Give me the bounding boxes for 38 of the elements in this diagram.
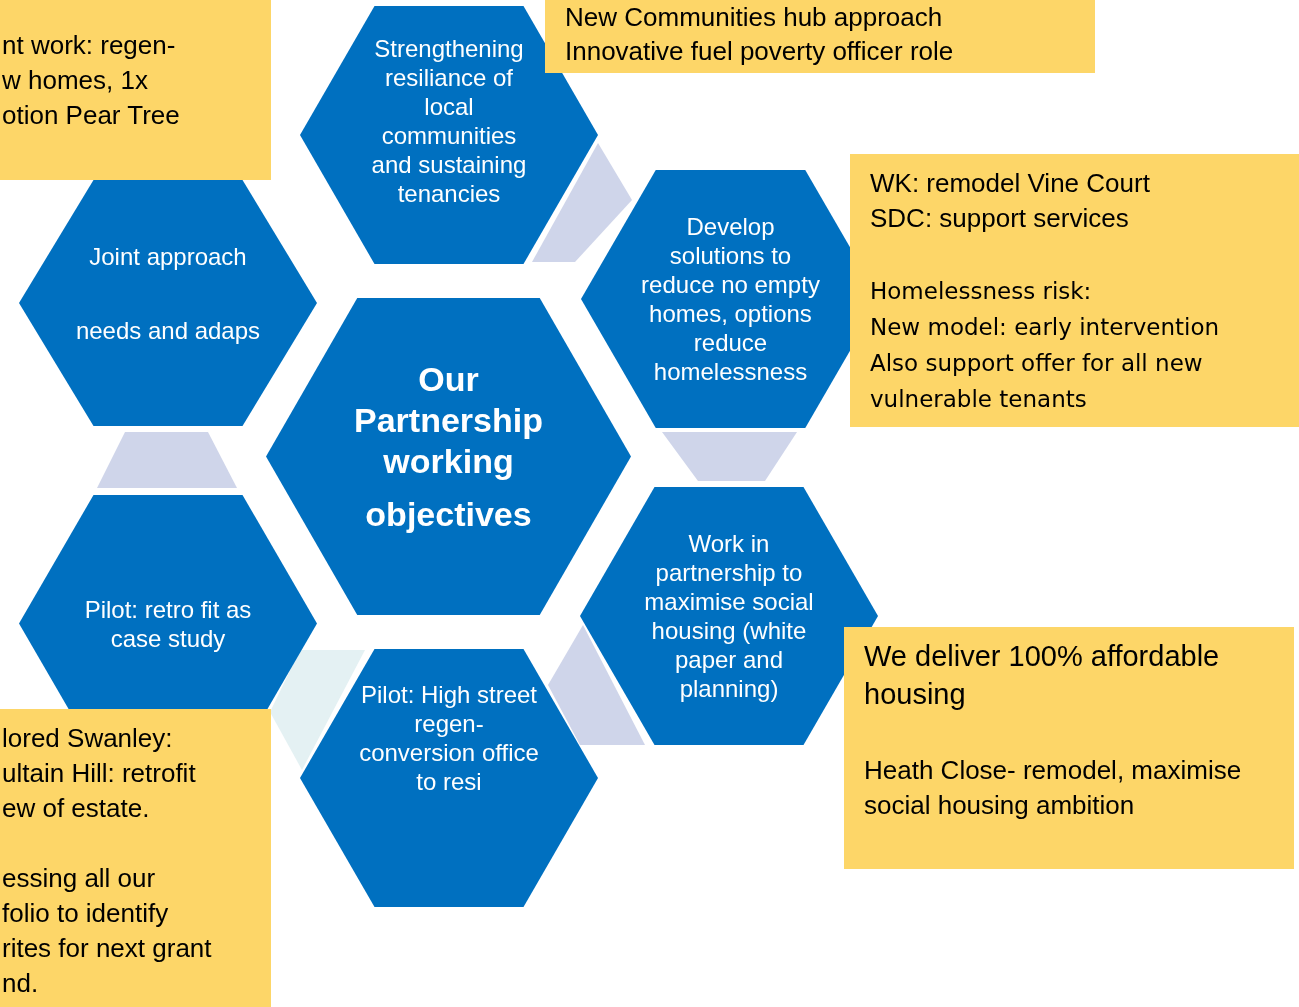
sticky-note: [0, 0, 271, 180]
note-text: folio to identify: [2, 897, 170, 930]
connector-band: [548, 625, 645, 745]
objective-text: Pilot: retro fit as case study: [83, 594, 253, 653]
note-text: nd.: [2, 967, 40, 1000]
note-text: We deliver 100% affordable housing: [864, 639, 1221, 712]
note-text: Also support offer for all new vulnerable tenants: [870, 349, 1204, 414]
objective-text: Joint approach: [88, 241, 248, 271]
sticky-note: [545, 0, 1095, 73]
note-text: Heath Close- remodel, maximise social housing ambition: [864, 754, 1243, 822]
center-title: objectives: [364, 493, 533, 535]
note-text: nt work: regen-: [2, 29, 177, 62]
note-text: ew of estate.: [2, 792, 151, 825]
sticky-note: [844, 627, 1294, 869]
note-text: SDC: support services: [870, 202, 1130, 235]
center-title: Our Partnership working: [353, 358, 544, 482]
note-text: Homelessness risk:: [870, 277, 1093, 306]
note-text: w homes, 1x: [2, 64, 149, 97]
note-text: otion Pear Tree: [2, 99, 181, 132]
note-text: New Communities hub approach: [565, 1, 944, 34]
objective-text: Pilot: High street regen- conversion office to resi: [358, 680, 540, 796]
sticky-note: [850, 154, 1299, 427]
objective-text: Strengthening resiliance of local communities and sustaining tenancies: [370, 34, 528, 208]
note-text: Innovative fuel poverty officer role: [565, 35, 955, 68]
connector-band: [270, 650, 365, 770]
note-text: rites for next grant: [2, 932, 213, 965]
note-text: New model: early intervention: [870, 313, 1221, 342]
connector-band: [532, 143, 632, 262]
note-text: ultain Hill: retrofit: [2, 757, 197, 790]
sticky-note: [0, 709, 271, 1007]
note-text: essing all our: [2, 862, 157, 895]
objective-text: Develop solutions to reduce no empty homes, options reduce homelessness: [640, 212, 821, 386]
connector-band: [97, 432, 237, 488]
note-text: WK: remodel Vine Court: [870, 167, 1151, 200]
objective-text: Work in partnership to maximise social housing (white paper and planning): [643, 529, 815, 703]
objective-text: needs and adaps: [74, 315, 262, 345]
note-text: lored Swanley:: [2, 722, 174, 755]
connector-band: [662, 432, 797, 481]
